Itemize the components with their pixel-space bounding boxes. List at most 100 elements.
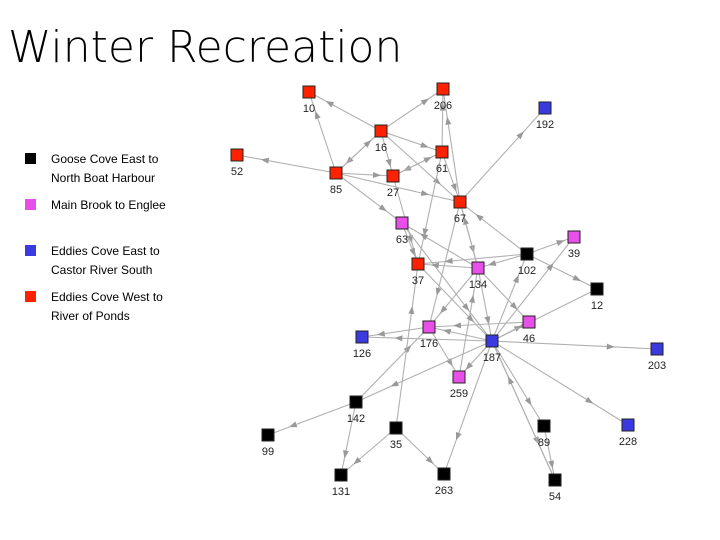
edge-arrow-icon (394, 335, 403, 342)
edge-arrow-icon (314, 110, 321, 120)
node-label: 259 (450, 388, 468, 400)
edge-187-142 (355, 340, 493, 403)
edge-arrow-icon (509, 301, 518, 310)
node-label: 206 (434, 100, 452, 112)
edge-arrow-icon (440, 305, 448, 314)
node-label: 39 (568, 248, 580, 260)
node-label: 63 (396, 234, 408, 246)
edge-187-203 (491, 340, 658, 350)
edge-arrow-icon (409, 247, 415, 257)
node-126 (355, 330, 369, 344)
edge-arrow-icon (475, 214, 484, 222)
edge-arrow-icon (487, 260, 497, 266)
edge-142-176 (355, 326, 430, 403)
node-label: 54 (549, 491, 561, 503)
edge-102-39 (526, 236, 575, 255)
node-176 (422, 320, 436, 334)
slide-title: Winter Recreation (8, 22, 403, 73)
edge-61-67 (441, 151, 461, 203)
edge-arrow-icon (390, 380, 399, 387)
edge-134-67 (459, 201, 479, 269)
edge-arrow-icon (363, 140, 372, 148)
edge-27-61 (392, 151, 443, 177)
edge-85-63 (335, 172, 403, 224)
node-label: 192 (536, 119, 554, 131)
edge-arrow-icon (556, 240, 565, 246)
node-37 (411, 257, 425, 271)
node-label: 67 (454, 213, 466, 225)
legend-swatch (25, 153, 36, 164)
node-142 (349, 395, 363, 409)
legend-swatch (25, 291, 36, 302)
node-label: 228 (619, 436, 637, 448)
node-46 (522, 315, 536, 329)
edge-176-126 (361, 326, 430, 338)
node-label: 176 (420, 338, 438, 350)
edge-arrow-icon (444, 257, 453, 264)
edge-arrow-icon (484, 316, 491, 325)
edge-16-206 (380, 88, 444, 132)
edge-arrow-icon (465, 361, 474, 370)
edge-arrow-icon (425, 456, 434, 464)
node-label: 187 (483, 352, 501, 364)
node-10 (302, 85, 316, 99)
edge-61-37 (417, 151, 443, 265)
edge-arrow-icon (260, 157, 270, 164)
edge-187-263 (443, 340, 493, 475)
node-16 (374, 124, 388, 138)
edge-arrow-icon (606, 343, 615, 350)
legend-item-eddies-cove-east: Eddies Cove East to Castor River South (25, 242, 185, 280)
legend-swatch (25, 245, 36, 256)
node-228 (621, 418, 635, 432)
node-85 (329, 166, 343, 180)
edge-12-187 (491, 288, 598, 342)
edge-arrow-icon (442, 328, 452, 335)
node-label: 12 (591, 300, 603, 312)
edge-arrow-icon (546, 262, 554, 272)
edge-arrow-icon (372, 171, 382, 178)
edge-134-63 (401, 222, 479, 269)
edge-arrow-icon (420, 190, 430, 196)
edge-arrow-icon (353, 456, 362, 465)
node-label: 35 (390, 439, 402, 451)
node-label: 134 (469, 279, 487, 291)
edge-arrow-icon (453, 322, 462, 329)
edge-102-37 (417, 253, 528, 265)
legend-label: Eddies Cove East to Castor River South (51, 244, 160, 277)
edge-arrow-icon (548, 460, 555, 469)
node-label: 203 (648, 360, 666, 372)
edge-187-126 (361, 336, 493, 342)
edge-85-67 (335, 172, 461, 203)
edge-37-187 (417, 263, 493, 342)
edge-arrow-icon (466, 314, 475, 323)
edge-134-37 (417, 263, 479, 269)
edge-arrow-icon (463, 216, 469, 226)
edge-arrow-icon (419, 233, 429, 241)
edge-arrow-icon (432, 177, 441, 185)
node-259 (452, 370, 466, 384)
node-203 (650, 342, 664, 356)
node-label: 89 (538, 437, 550, 449)
edge-arrow-icon (378, 204, 387, 212)
legend-swatch (25, 199, 36, 210)
edge-arrow-icon (403, 345, 412, 353)
node-61 (435, 145, 449, 159)
legend-label: Goose Cove East to North Boat Harbour (51, 152, 159, 185)
edge-arrow-icon (445, 116, 452, 126)
node-187 (485, 334, 499, 348)
edge-134-46 (477, 267, 530, 323)
edge-102-67 (459, 201, 528, 255)
node-label: 102 (518, 265, 536, 277)
edge-63-37 (401, 222, 419, 265)
node-label: 16 (375, 142, 387, 154)
edge-arrow-icon (572, 274, 581, 281)
edge-35-131 (340, 427, 397, 476)
node-102 (520, 247, 534, 261)
edge-arrow-icon (385, 158, 392, 168)
legend-label: Main Brook to Englee (51, 198, 166, 212)
edge-16-67 (380, 130, 461, 203)
edge-54-187 (491, 340, 556, 481)
edge-arrow-icon (376, 330, 386, 337)
node-131 (334, 468, 348, 482)
legend-label: Eddies Cove West to River of Ponds (51, 290, 163, 323)
